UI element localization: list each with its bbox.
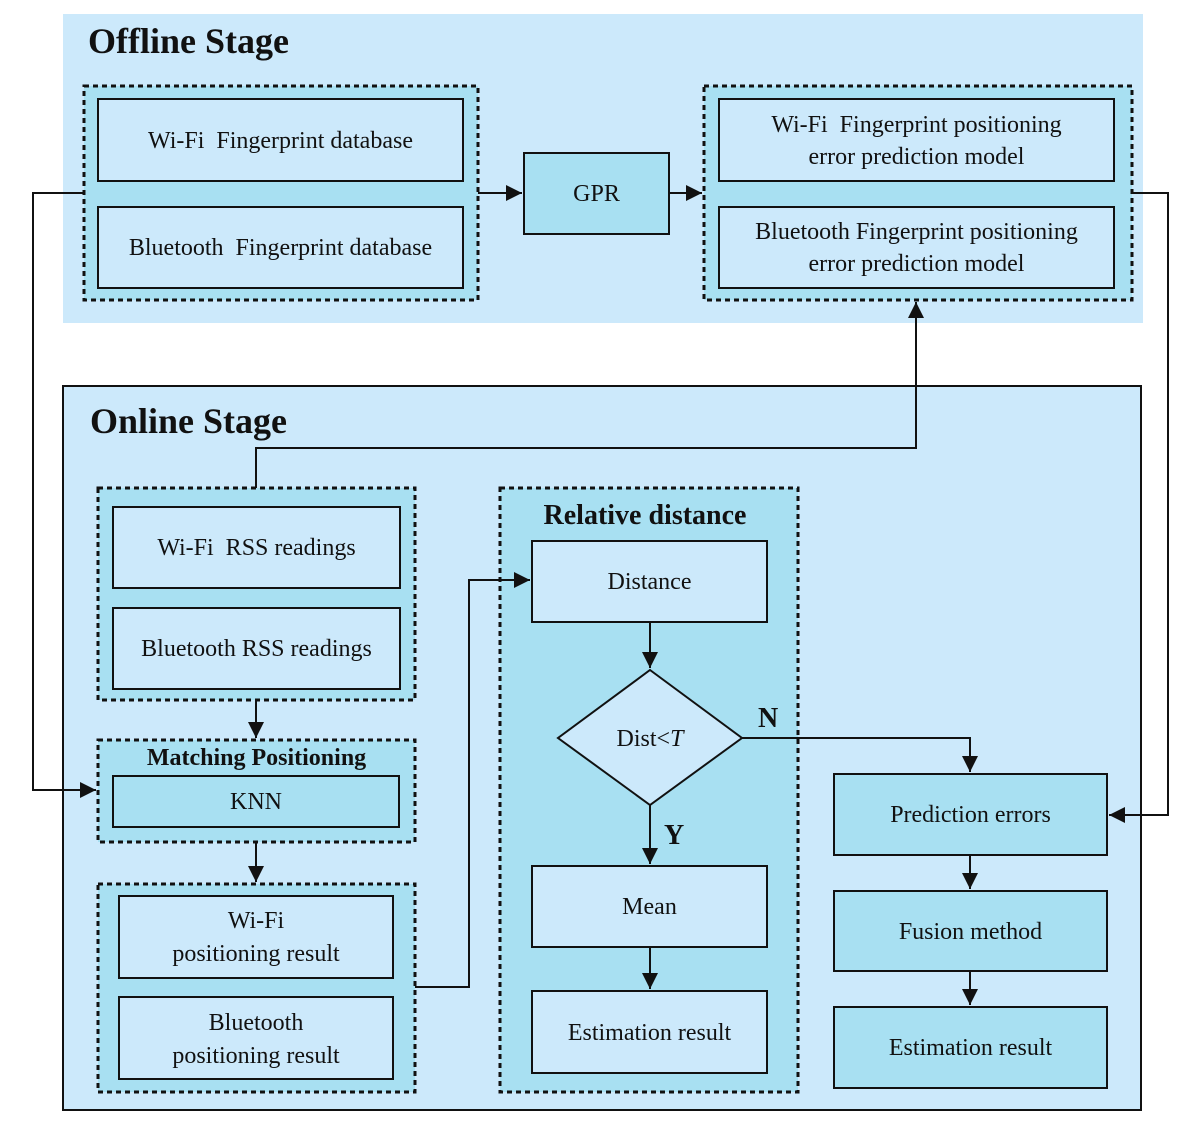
wifi-error-model-box: Wi-Fi Fingerprint positioning error pred…: [718, 98, 1115, 182]
bluetooth-error-model-line2: error prediction model: [809, 251, 1025, 277]
prediction-errors-box: Prediction errors: [833, 773, 1108, 856]
matching-positioning-group: Matching Positioning KNN: [96, 738, 417, 844]
bluetooth-error-model-box: Bluetooth Fingerprint positioning error …: [718, 206, 1115, 289]
prediction-errors-label: Prediction errors: [890, 802, 1051, 828]
bluetooth-positioning-result-line2: positioning result: [172, 1043, 340, 1069]
matching-positioning-title: Matching Positioning: [147, 745, 366, 771]
knn-box: KNN: [112, 775, 400, 828]
bluetooth-rss-readings-box: Bluetooth RSS readings: [112, 607, 401, 690]
decision-label: Dist<T: [617, 726, 686, 752]
bluetooth-fingerprint-database-box: Bluetooth Fingerprint database: [97, 206, 464, 289]
wifi-rss-readings-label: Wi-Fi RSS readings: [157, 535, 355, 561]
arrow-decision-to-prediction-errors: [742, 737, 978, 772]
wifi-error-model-line2: error prediction model: [809, 144, 1025, 170]
distance-box: Distance: [531, 540, 768, 623]
bluetooth-fingerprint-database-label: Bluetooth Fingerprint database: [129, 235, 432, 261]
decision-variable: T: [670, 726, 685, 752]
no-branch-label: N: [758, 703, 778, 734]
wifi-positioning-result-box: Wi-Fi positioning result: [118, 895, 394, 979]
arrow-rss-to-models: [255, 302, 924, 488]
estimation-result-left-label: Estimation result: [568, 1020, 732, 1046]
bluetooth-error-model-line1: Bluetooth Fingerprint positioning: [755, 219, 1078, 245]
wifi-fingerprint-database-label: Wi-Fi Fingerprint database: [148, 128, 413, 154]
fusion-method-box: Fusion method: [833, 890, 1108, 972]
connectors: [32, 185, 1169, 1005]
wifi-error-model-line1: Wi-Fi Fingerprint positioning: [771, 112, 1061, 138]
positioning-results-group: Wi-Fi positioning result Bluetooth posit…: [96, 882, 417, 1094]
bluetooth-rss-readings-label: Bluetooth RSS readings: [141, 636, 372, 662]
arrow-models-to-prediction-errors: [1109, 192, 1169, 823]
relative-distance-group: Relative distance Distance Dist<T Mean E…: [498, 486, 800, 1094]
wifi-positioning-result-line2: positioning result: [172, 941, 340, 967]
estimation-result-right-box: Estimation result: [833, 1006, 1108, 1089]
estimation-result-left-box: Estimation result: [531, 990, 768, 1074]
fusion-method-label: Fusion method: [899, 919, 1042, 945]
mean-label: Mean: [622, 894, 677, 920]
online-stage-title: Online Stage: [90, 401, 287, 441]
arrow-database-to-knn: [32, 192, 96, 798]
relative-distance-title: Relative distance: [544, 500, 747, 531]
decision-prefix: Dist<: [617, 726, 671, 752]
bluetooth-positioning-result-box: Bluetooth positioning result: [118, 996, 394, 1080]
rss-readings-group: Wi-Fi RSS readings Bluetooth RSS reading…: [96, 486, 417, 702]
gpr-label: GPR: [573, 181, 620, 207]
wifi-rss-readings-box: Wi-Fi RSS readings: [112, 506, 401, 589]
arrow-results-to-distance: [415, 572, 530, 988]
gpr-box: GPR: [523, 152, 670, 235]
wifi-positioning-result-line1: Wi-Fi: [228, 908, 285, 934]
bluetooth-positioning-result-line1: Bluetooth: [209, 1010, 304, 1036]
error-model-group: Wi-Fi Fingerprint positioning error pred…: [702, 84, 1134, 302]
mean-box: Mean: [531, 865, 768, 948]
database-group: Wi-Fi Fingerprint database Bluetooth Fin…: [82, 84, 480, 302]
offline-stage-title: Offline Stage: [88, 21, 289, 61]
knn-label: KNN: [230, 789, 282, 815]
yes-branch-label: Y: [664, 820, 684, 851]
estimation-result-right-label: Estimation result: [889, 1035, 1053, 1061]
wifi-fingerprint-database-box: Wi-Fi Fingerprint database: [97, 98, 464, 182]
distance-label: Distance: [608, 569, 692, 595]
